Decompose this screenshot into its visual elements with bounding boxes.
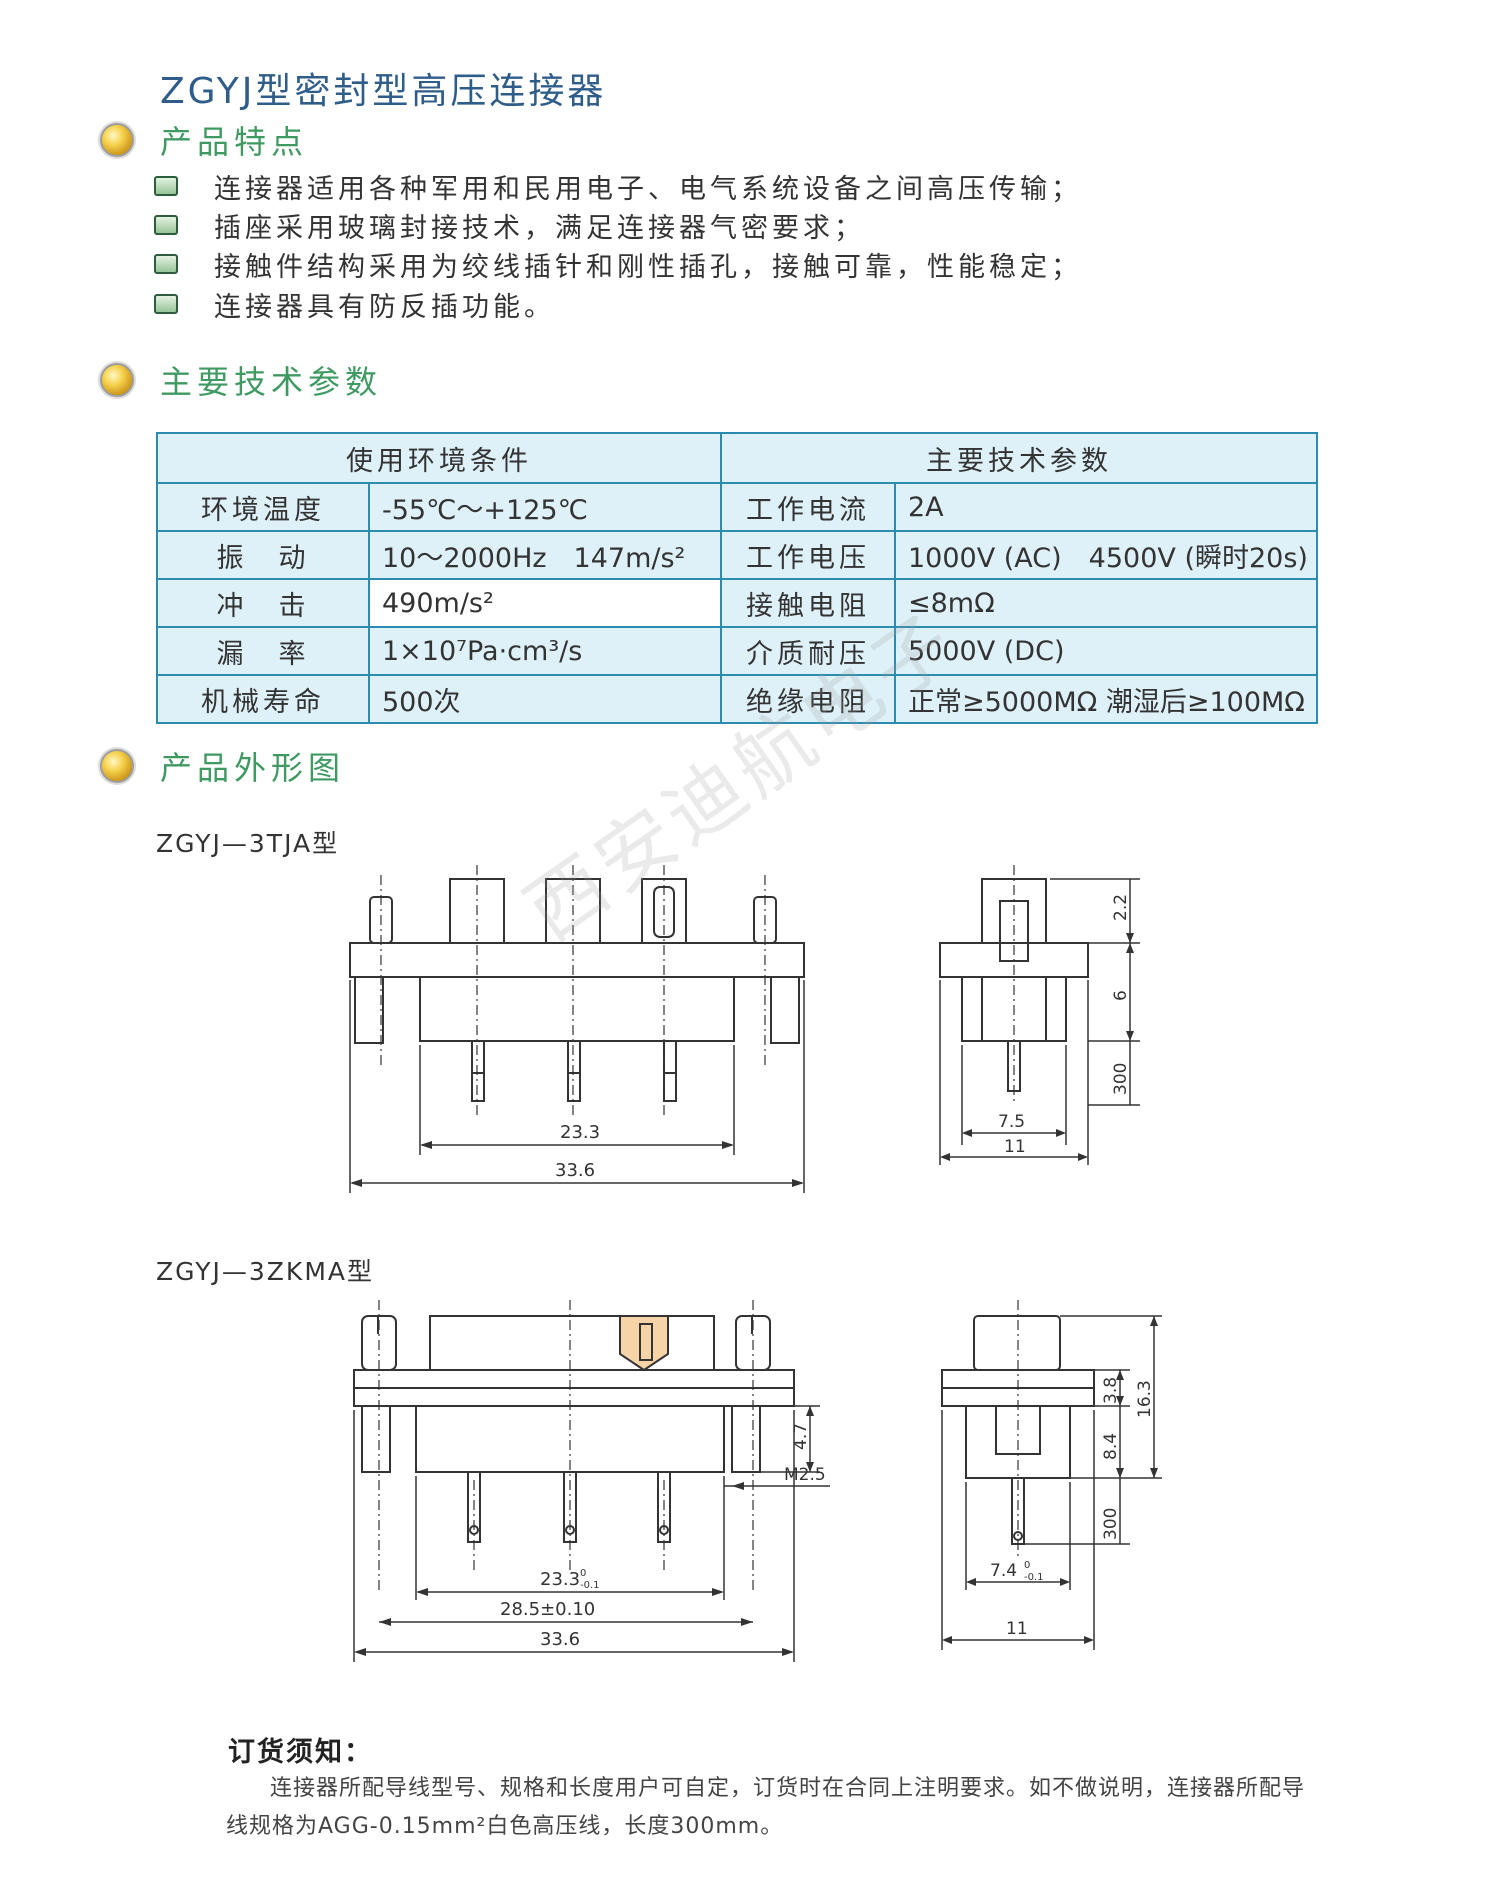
table-row: 冲 击 490m/s² 接触电阻 ≤8mΩ (156, 578, 1318, 628)
green-square-bullet-icon (154, 254, 178, 274)
feature-item: 连接器适用各种军用和民用电子、电气系统设备之间高压传输； (154, 168, 1082, 205)
green-square-bullet-icon (154, 215, 178, 235)
green-square-bullet-icon (154, 176, 178, 196)
gold-bullet-icon (100, 363, 134, 397)
section-features-header: 产品特点 (100, 120, 309, 161)
section-title: 主要技术参数 (160, 363, 383, 401)
dim-label: 300 (1111, 1063, 1131, 1095)
model-1-front-view: 23.3 33.6 (349, 865, 805, 1193)
dim-label: 4.7 (791, 1423, 811, 1450)
section-outline-header: 产品外形图 (100, 746, 346, 787)
dim-tolerance: -0.1 (1024, 1572, 1044, 1583)
dim-label: 33.6 (555, 1160, 595, 1181)
dim-label: 3.8 (1101, 1377, 1121, 1404)
dim-label: 6 (1111, 990, 1131, 1001)
dim-label: 7.4 (990, 1561, 1017, 1581)
section-specs-header: 主要技术参数 (100, 360, 383, 401)
feature-item: 插座采用玻璃封接技术，满足连接器气密要求； (154, 207, 865, 244)
order-notes-title: 订货须知： (228, 1737, 373, 1768)
model-2-side-view: 3.8 8.4 300 16.3 7.4 0 -0.1 11 (941, 1300, 1162, 1650)
dim-label: 33.6 (540, 1629, 580, 1650)
model-2-name: ZGYJ—3ZKMA型 (156, 1257, 374, 1286)
dim-label: 8.4 (1101, 1433, 1121, 1460)
dim-label: 11 (1004, 1137, 1026, 1157)
order-notes-text: 连接器所配导线型号、规格和长度用户可自定，订货时在合同上注明要求。如不做说明，连… (226, 1776, 1306, 1839)
section-title: 产品外形图 (160, 749, 346, 787)
gold-bullet-icon (100, 123, 134, 157)
dim-label: M2.5 (784, 1465, 826, 1485)
dim-tolerance: -0.1 (580, 1580, 600, 1591)
model-2-front-view: 23.3 0 -0.1 28.5±0.10 33.6 4.7 M2.5 (353, 1300, 830, 1662)
dim-label: 23.3 (560, 1122, 600, 1143)
feature-item: 连接器具有防反插功能。 (154, 286, 555, 323)
dim-label: 28.5±0.10 (500, 1599, 595, 1620)
table-row: 漏 率 1×10⁷Pa·cm³/s 介质耐压 5000V (DC) (156, 626, 1318, 676)
table-row: 环境温度 -55℃～+125℃ 工作电流 2A (156, 482, 1318, 532)
dim-label: 16.3 (1135, 1380, 1155, 1418)
table-row: 振 动 10～2000Hz 147m/s² 工作电压 1000V (AC) 45… (156, 530, 1318, 580)
green-square-bullet-icon (154, 294, 178, 314)
table-header-tech: 主要技术参数 (720, 432, 1318, 484)
dim-label: 7.5 (998, 1112, 1025, 1132)
model-1-side-view: 2.2 6 300 7.5 11 (939, 865, 1140, 1165)
page-title: ZGYJ型密封型高压连接器 (160, 71, 607, 112)
table-row: 机械寿命 500次 绝缘电阻 正常≥5000MΩ 潮湿后≥100MΩ (156, 674, 1318, 724)
dim-label: 23.3 (540, 1569, 580, 1590)
model-1-name: ZGYJ—3TJA型 (156, 829, 340, 858)
section-title: 产品特点 (160, 123, 309, 161)
dim-label: 2.2 (1111, 894, 1131, 921)
table-header-env: 使用环境条件 (156, 432, 722, 484)
dim-tolerance: 0 (1024, 1560, 1030, 1571)
gold-bullet-icon (100, 749, 134, 783)
dim-label: 11 (1006, 1619, 1028, 1639)
dim-tolerance: 0 (580, 1568, 586, 1579)
spec-table: 使用环境条件 主要技术参数 环境温度 -55℃～+125℃ 工作电流 2A 振 … (156, 432, 1318, 724)
dim-label: 300 (1101, 1508, 1121, 1540)
feature-item: 接触件结构采用为绞线插针和刚性插孔，接触可靠，性能稳定； (154, 246, 1082, 283)
